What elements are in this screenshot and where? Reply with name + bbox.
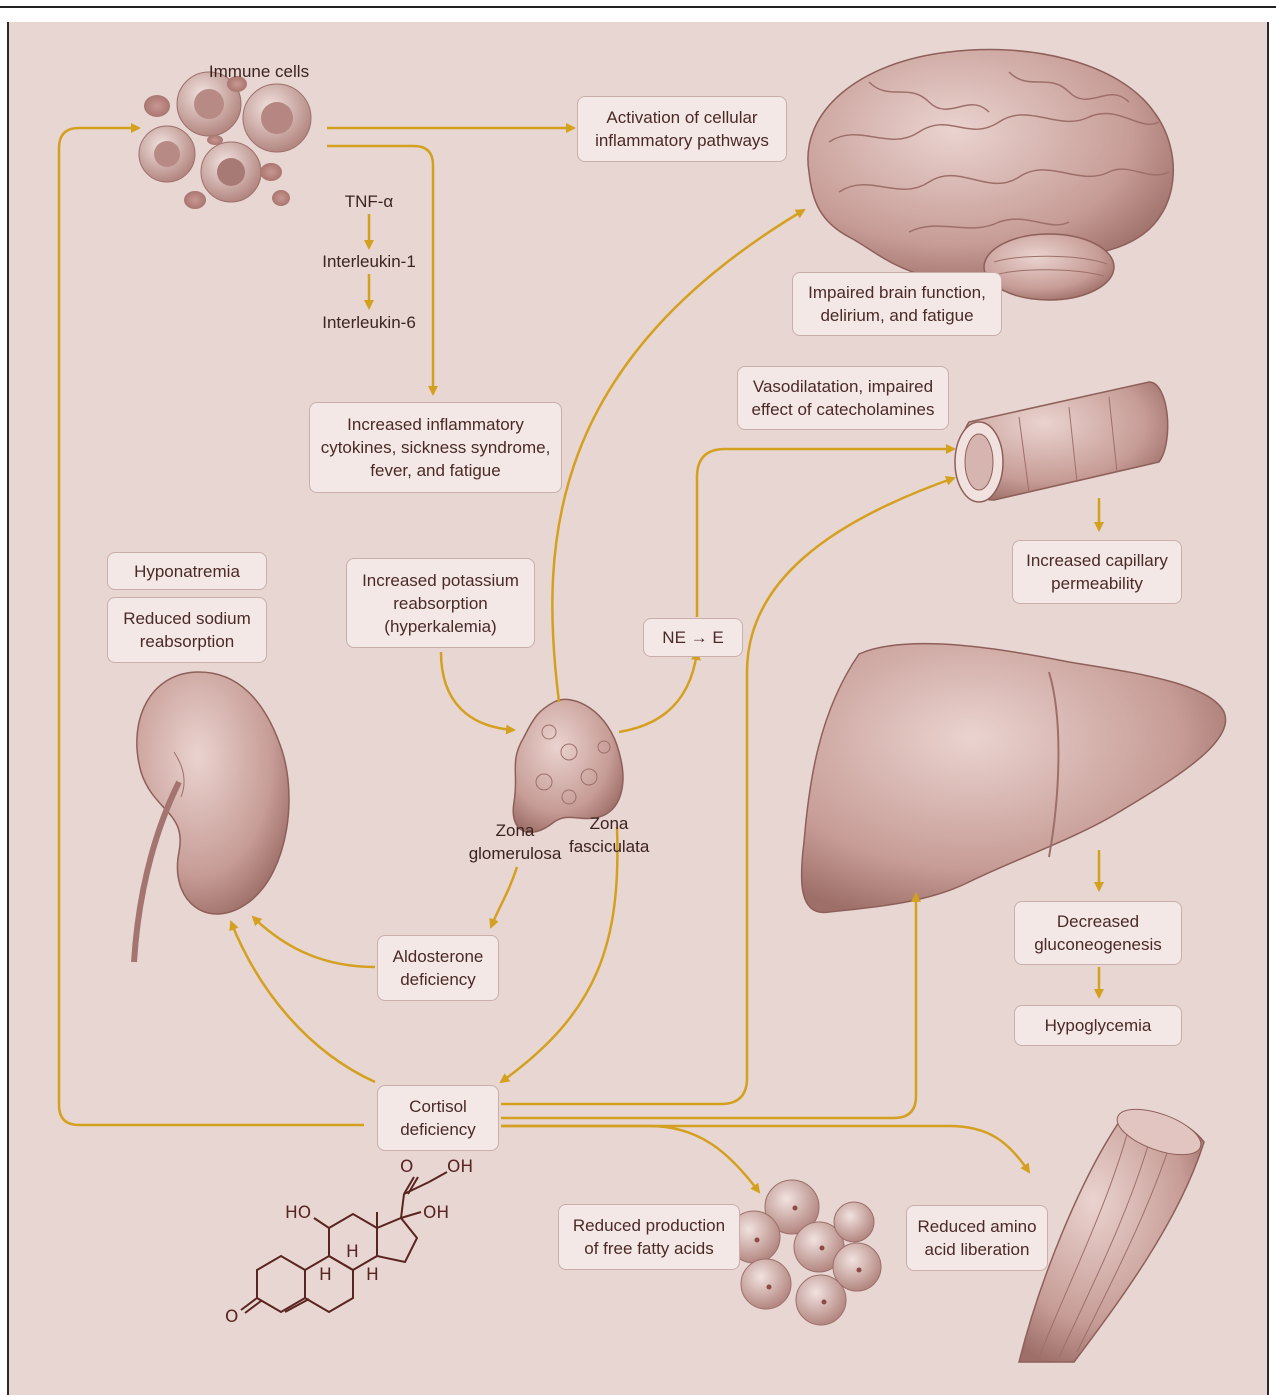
diagram-panel: O OH HO OH H H H O Immune cells TNF-α In…: [7, 22, 1269, 1395]
chem-oh-side: OH: [423, 1203, 449, 1223]
chem-oxygen-ketone: O: [225, 1307, 238, 1327]
chem-oh-top: OH: [447, 1157, 473, 1177]
potassium-reabsorption-box: Increased potassium reabsorption (hyperk…: [346, 558, 535, 648]
fatty-acids-box: Reduced production of free fatty acids: [558, 1204, 740, 1270]
cortisol-structure-labels: O OH HO OH H H H O: [9, 22, 1267, 1395]
immune-cells-label: Immune cells: [199, 60, 319, 83]
brain-function-box: Impaired brain function, delirium, and f…: [792, 272, 1002, 336]
chem-oxygen-top: O: [400, 1157, 413, 1177]
hypoglycemia-box: Hypoglycemia: [1014, 1005, 1182, 1046]
sodium-reabsorption-box: Reduced sodium reabsorption: [107, 597, 267, 663]
vasodilatation-box: Vasodilatation, impaired effect of catec…: [737, 366, 949, 430]
amino-acids-box: Reduced amino acid liberation: [906, 1205, 1048, 1271]
chem-h-1: H: [346, 1242, 359, 1262]
chem-ho: HO: [285, 1203, 311, 1223]
chem-h-3: H: [366, 1265, 379, 1285]
tnf-alpha-label: TNF-α: [319, 190, 419, 213]
top-rule: [0, 6, 1276, 8]
gluconeogenesis-box: Decreased gluconeogenesis: [1014, 901, 1182, 965]
aldosterone-deficiency-box: Aldosterone deficiency: [377, 935, 499, 1001]
zona-fasciculata-label: Zona fasciculata: [569, 812, 649, 858]
inflammatory-cytokines-box: Increased inflammatory cytokines, sickne…: [309, 402, 562, 493]
interleukin-6-label: Interleukin-6: [309, 311, 429, 334]
cortisol-deficiency-box: Cortisol deficiency: [377, 1085, 499, 1151]
chem-h-2: H: [319, 1265, 332, 1285]
hyponatremia-box: Hyponatremia: [107, 552, 267, 590]
zona-glomerulosa-label: Zona glomerulosa: [465, 819, 565, 865]
capillary-permeability-box: Increased capillary permeability: [1012, 540, 1182, 604]
activation-pathways-box: Activation of cellular inflammatory path…: [577, 96, 787, 162]
interleukin-1-label: Interleukin-1: [309, 250, 429, 273]
ne-to-e-box: NE → E: [643, 618, 743, 657]
